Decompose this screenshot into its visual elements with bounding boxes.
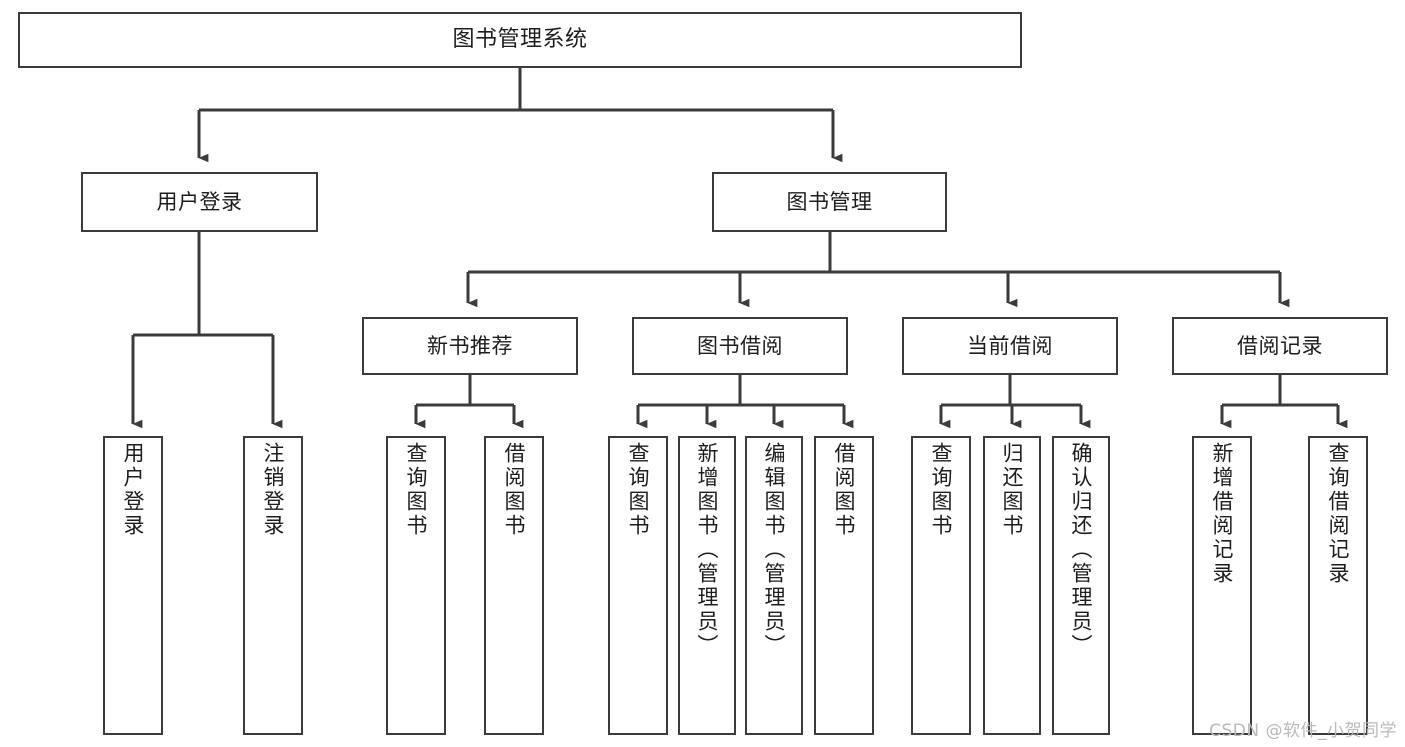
node-current-borrow[interactable]: 当前借阅: [902, 317, 1118, 375]
node-leaf-user-login-label: 用户登录: [121, 442, 146, 538]
node-leaf-confirm-return[interactable]: 确认归还（管理员）: [1052, 436, 1110, 735]
node-leaf-return-book[interactable]: 归还图书: [983, 436, 1041, 735]
node-current-borrow-label: 当前借阅: [967, 333, 1053, 358]
node-user-login[interactable]: 用户登录: [81, 172, 318, 232]
node-leaf-edit-book-label: 编辑图书（管理员）: [762, 442, 787, 658]
node-leaf-borrow-book-2-label: 借阅图书: [832, 442, 857, 538]
node-leaf-query-record-label: 查询借阅记录: [1326, 442, 1351, 586]
node-leaf-query-record[interactable]: 查询借阅记录: [1308, 436, 1368, 735]
node-leaf-query-book-3[interactable]: 查询图书: [911, 436, 971, 735]
node-new-book-rec-label: 新书推荐: [427, 333, 513, 358]
node-leaf-logout[interactable]: 注销登录: [243, 436, 303, 735]
node-book-manage-label: 图书管理: [786, 189, 873, 214]
csdn-watermark: CSDN @软件_小贺同学: [1209, 721, 1397, 741]
node-leaf-add-book[interactable]: 新增图书（管理员）: [678, 436, 736, 735]
node-leaf-logout-label: 注销登录: [261, 442, 286, 538]
node-leaf-borrow-book-1-label: 借阅图书: [502, 442, 527, 538]
node-user-login-label: 用户登录: [156, 189, 243, 214]
node-leaf-add-book-label: 新增图书（管理员）: [695, 442, 720, 658]
node-book-borrow[interactable]: 图书借阅: [632, 317, 848, 375]
node-leaf-user-login[interactable]: 用户登录: [103, 436, 163, 735]
node-leaf-query-book-1-label: 查询图书: [404, 442, 429, 538]
node-leaf-borrow-book-1[interactable]: 借阅图书: [484, 436, 544, 735]
node-leaf-add-record[interactable]: 新增借阅记录: [1192, 436, 1252, 735]
node-leaf-confirm-return-label: 确认归还（管理员）: [1069, 442, 1094, 658]
node-borrow-record-label: 借阅记录: [1237, 333, 1323, 358]
node-root[interactable]: 图书管理系统: [18, 12, 1022, 68]
node-leaf-borrow-book-2[interactable]: 借阅图书: [814, 436, 874, 735]
node-book-borrow-label: 图书借阅: [697, 333, 783, 358]
node-root-label: 图书管理系统: [452, 27, 588, 53]
node-leaf-query-book-1[interactable]: 查询图书: [386, 436, 446, 735]
node-leaf-edit-book[interactable]: 编辑图书（管理员）: [745, 436, 803, 735]
node-leaf-return-book-label: 归还图书: [1000, 442, 1025, 538]
node-leaf-add-record-label: 新增借阅记录: [1210, 442, 1235, 586]
node-leaf-query-book-2[interactable]: 查询图书: [608, 436, 668, 735]
node-book-manage[interactable]: 图书管理: [712, 172, 947, 232]
node-borrow-record[interactable]: 借阅记录: [1172, 317, 1388, 375]
node-leaf-query-book-3-label: 查询图书: [929, 442, 954, 538]
node-new-book-rec[interactable]: 新书推荐: [362, 317, 578, 375]
node-leaf-query-book-2-label: 查询图书: [626, 442, 651, 538]
